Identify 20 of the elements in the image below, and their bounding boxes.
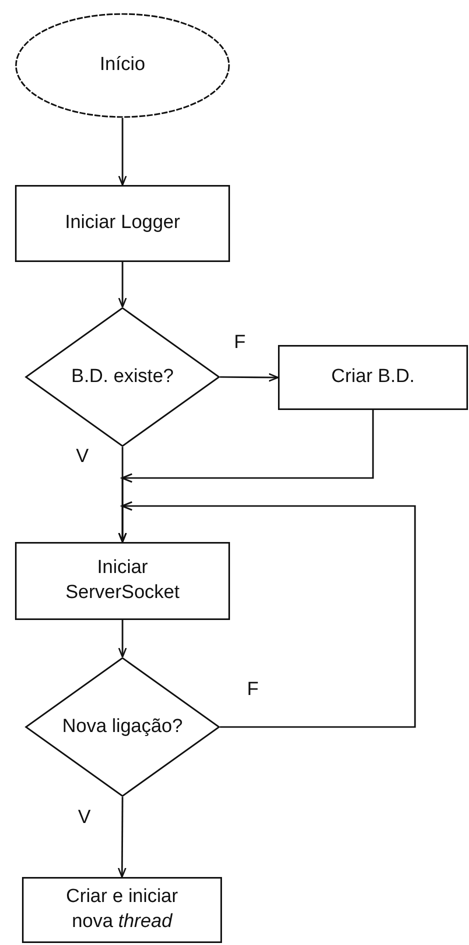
process-box bbox=[22, 877, 222, 943]
start-ellipse bbox=[15, 13, 230, 118]
arrow bbox=[118, 620, 127, 658]
decision-diamond bbox=[25, 657, 220, 797]
decision-diamond bbox=[25, 307, 220, 447]
node-label: Criar B.D. bbox=[331, 365, 415, 390]
process-box bbox=[15, 185, 230, 262]
node-label: Iniciar Logger bbox=[64, 211, 180, 236]
arrow bbox=[118, 501, 416, 728]
node-label: B.D. existe? bbox=[71, 364, 174, 389]
process-box bbox=[15, 542, 230, 620]
node-label: Nova ligação? bbox=[62, 714, 183, 739]
arrow bbox=[118, 797, 126, 878]
arrow bbox=[220, 373, 279, 382]
process-box bbox=[278, 345, 468, 410]
node-label: Início bbox=[100, 53, 146, 78]
node-label: Iniciar ServerSocket bbox=[64, 556, 181, 605]
arrow bbox=[118, 262, 127, 308]
node-label: Criar e iniciar nova thread bbox=[65, 885, 179, 934]
arrow bbox=[118, 118, 127, 186]
